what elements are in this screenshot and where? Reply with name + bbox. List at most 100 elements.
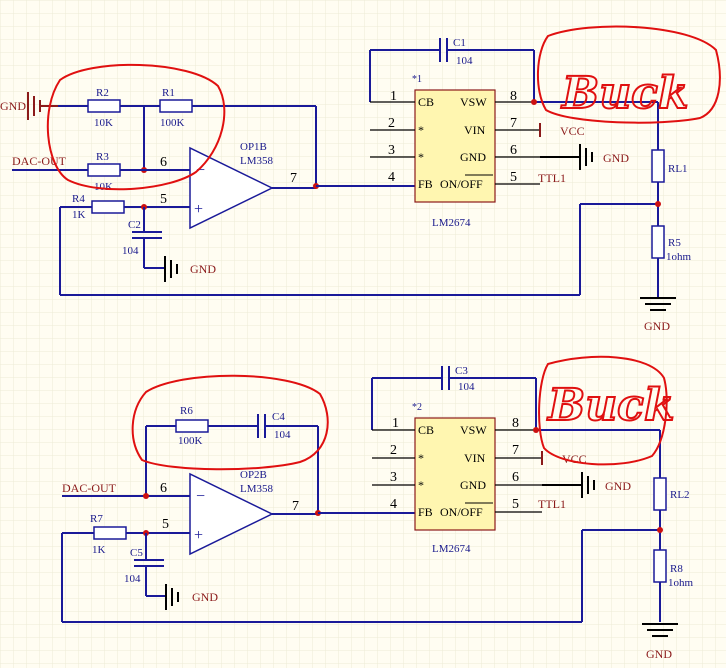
r5-value: 1ohm <box>666 251 692 263</box>
op2-pin-noninv: 5 <box>162 517 169 532</box>
ic1-pin-num: 6 <box>510 143 517 158</box>
gnd-label-c5: GND <box>192 590 218 604</box>
ic1-pin-name: GND <box>460 150 486 164</box>
gnd-symbol-c5 <box>165 584 179 610</box>
ic2-pin-name: * <box>418 451 424 465</box>
ic1-pin-num: 2 <box>388 116 395 131</box>
resistor-r4[interactable] <box>91 200 125 214</box>
svg-text:+: + <box>194 201 203 218</box>
gnd-symbol-ic2 <box>542 472 595 498</box>
c3-value: 104 <box>458 381 475 393</box>
ic2-pin-num: 2 <box>390 443 397 458</box>
op1-pin-noninv: 5 <box>160 192 167 207</box>
c1-ref: C1 <box>453 37 466 49</box>
ic1-pin-num: 7 <box>510 116 517 131</box>
top-circuit: GND R2 10K R1 100K DAC-OUT R3 10K − + 6 … <box>0 25 721 333</box>
junction <box>531 99 537 105</box>
ic2-pin-name: VSW <box>460 423 487 437</box>
gnd-symbol-c2 <box>164 256 178 282</box>
resistor-rl2[interactable] <box>653 477 667 511</box>
ic-lm2674-u1[interactable] <box>414 89 496 203</box>
r6-ref: R6 <box>180 405 193 417</box>
ic1-pin-num: 4 <box>388 170 395 185</box>
ic2-pin-name: FB <box>418 505 433 519</box>
resistor-r7[interactable] <box>93 526 127 540</box>
resistor-r6[interactable] <box>175 419 209 433</box>
ic1-mark: *1 <box>412 74 422 85</box>
c5-value: 104 <box>124 573 141 585</box>
ic1-pin-num: 8 <box>510 89 517 104</box>
ic1-pin-name: ON/OFF <box>440 177 483 191</box>
r1-value: 100K <box>160 117 185 129</box>
op1-pin-out: 7 <box>290 171 297 186</box>
ic1-pin-num: 1 <box>390 89 397 104</box>
rl2-ref: RL2 <box>670 489 690 501</box>
rl1-ref: RL1 <box>668 163 688 175</box>
dac-out-label: DAC-OUT <box>12 154 67 168</box>
r5-ref: R5 <box>668 237 681 249</box>
gnd-label-ic1: GND <box>603 151 629 165</box>
gnd-symbol-ic1 <box>540 144 593 170</box>
opamp-op1b[interactable] <box>189 146 274 230</box>
gnd-symbol-bottom-top <box>640 297 676 311</box>
ic1-part: LM2674 <box>432 217 471 229</box>
opamp-op2b[interactable] <box>189 472 274 556</box>
c4-ref: C4 <box>272 411 285 423</box>
r3-value: 10K <box>94 181 113 193</box>
c1-value: 104 <box>456 55 473 67</box>
ic1-pin-num: 3 <box>388 143 395 158</box>
annotation-circle-feedback <box>131 374 329 471</box>
op2-pin-inv: 6 <box>160 481 167 496</box>
ic2-part: LM2674 <box>432 543 471 555</box>
annotation-buck-box <box>538 355 668 466</box>
r1-ref: R1 <box>162 87 175 99</box>
ic2-pin-num: 4 <box>390 497 397 512</box>
ic1-pin-num: 5 <box>510 170 517 185</box>
r4-ref: R4 <box>72 193 85 205</box>
ic2-pin-num: 5 <box>512 497 519 512</box>
r4-value: 1K <box>72 209 86 221</box>
gnd-label-c2: GND <box>190 262 216 276</box>
annotation-buck-text: Buck <box>560 68 688 119</box>
ic2-pin-num: 8 <box>512 416 519 431</box>
ic1-pin-name: FB <box>418 177 433 191</box>
ic1-pin-name: * <box>418 150 424 164</box>
annotation-buck-box <box>537 25 721 124</box>
svg-text:−: − <box>196 162 205 179</box>
gnd-label-bottom-top: GND <box>644 319 670 333</box>
ic2-pin-name: * <box>418 478 424 492</box>
r2-ref: R2 <box>96 87 109 99</box>
resistor-r2[interactable] <box>87 99 121 113</box>
ic1-pin-name: VSW <box>460 95 487 109</box>
svg-text:+: + <box>194 527 203 544</box>
gnd-label-ic2: GND <box>605 479 631 493</box>
gnd-label-bottom-bottom: GND <box>646 647 672 661</box>
ic1-pin-name: CB <box>418 95 434 109</box>
ic2-pin-num: 6 <box>512 470 519 485</box>
ic1-pin-name: VIN <box>464 123 486 137</box>
resistor-rl1[interactable] <box>651 149 665 183</box>
annotation-buck-text: Buck <box>546 380 674 431</box>
c5-ref: C5 <box>130 547 143 559</box>
resistor-r1[interactable] <box>159 99 193 113</box>
op2-part: LM358 <box>240 483 274 495</box>
ic-lm2674-u2[interactable] <box>414 417 496 531</box>
ic2-pin-name: VIN <box>464 451 486 465</box>
r7-value: 1K <box>92 544 106 556</box>
resistor-r8[interactable] <box>653 549 667 583</box>
junction <box>655 201 661 207</box>
r6-value: 100K <box>178 435 203 447</box>
ic2-pin-num: 7 <box>512 443 519 458</box>
r3-ref: R3 <box>96 151 109 163</box>
op1-pin-inv: 6 <box>160 155 167 170</box>
resistor-r3[interactable] <box>87 163 121 177</box>
op1-part: LM358 <box>240 155 274 167</box>
dac-out-label: DAC-OUT <box>62 481 117 495</box>
bottom-circuit: R6 100K C4 104 DAC-OUT − + 6 5 7 OP2B LM… <box>61 355 694 661</box>
ic2-pin-name: CB <box>418 423 434 437</box>
r7-ref: R7 <box>90 513 103 525</box>
resistor-r5[interactable] <box>651 225 665 259</box>
ic1-pin-name: * <box>418 123 424 137</box>
